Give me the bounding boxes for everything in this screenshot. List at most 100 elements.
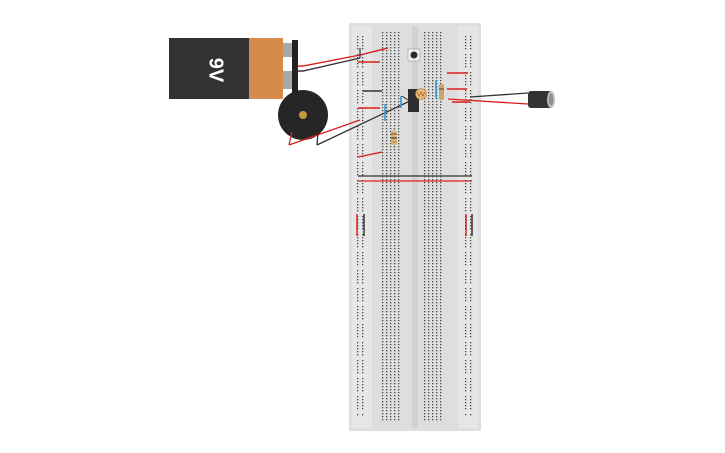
breadboard-hole: [394, 83, 396, 85]
breadboard-hole: [390, 383, 392, 385]
breadboard-hole: [432, 116, 434, 118]
breadboard-hole: [394, 269, 396, 271]
breadboard-hole: [465, 282, 467, 284]
breadboard-hole: [428, 380, 430, 382]
breadboard-hole: [465, 108, 467, 110]
breadboard-hole: [357, 405, 359, 407]
capacitor[interactable]: [439, 84, 444, 100]
wire-battery-negative[interactable]: [297, 57, 361, 72]
breadboard-hole: [436, 230, 438, 232]
breadboard-hole: [436, 125, 438, 127]
breadboard[interactable]: [349, 23, 481, 431]
breadboard-hole: [440, 404, 442, 406]
breadboard-hole: [432, 179, 434, 181]
breadboard-hole: [398, 245, 400, 247]
breadboard-hole: [390, 173, 392, 175]
breadboard-hole: [436, 242, 438, 244]
breadboard-hole: [386, 344, 388, 346]
breadboard-hole: [428, 161, 430, 163]
breadboard-hole: [465, 42, 467, 44]
breadboard-hole: [386, 407, 388, 409]
breadboard-hole: [394, 155, 396, 157]
breadboard-hole: [390, 263, 392, 265]
breadboard-hole: [432, 242, 434, 244]
breadboard-hole: [394, 149, 396, 151]
breadboard-hole: [440, 164, 442, 166]
breadboard-hole: [357, 84, 359, 86]
breadboard-hole: [382, 158, 384, 160]
breadboard-hole: [398, 95, 400, 97]
breadboard-hole: [390, 377, 392, 379]
breadboard-hole: [394, 65, 396, 67]
breadboard-hole: [357, 189, 359, 191]
breadboard-hole: [390, 413, 392, 415]
breadboard-hole: [398, 365, 400, 367]
breadboard-hole: [432, 185, 434, 187]
breadboard-hole: [436, 98, 438, 100]
breadboard-hole: [424, 152, 426, 154]
breadboard-hole: [398, 329, 400, 331]
breadboard-hole: [432, 62, 434, 64]
breadboard-hole: [362, 78, 364, 80]
breadboard-hole: [394, 350, 396, 352]
breadboard-hole: [386, 176, 388, 178]
breadboard-hole: [436, 407, 438, 409]
breadboard-hole: [382, 269, 384, 271]
breadboard-hole: [398, 116, 400, 118]
breadboard-hole: [386, 290, 388, 292]
breadboard-hole: [398, 197, 400, 199]
wire-battery-positive[interactable]: [297, 47, 389, 67]
breadboard-hole: [432, 293, 434, 295]
breadboard-hole: [432, 113, 434, 115]
breadboard-hole: [357, 270, 359, 272]
wire-buzzer-positive[interactable]: [288, 119, 361, 146]
breadboard-hole: [432, 257, 434, 259]
breadboard-hole: [386, 362, 388, 364]
breadboard-hole: [357, 45, 359, 47]
breadboard-hole: [470, 372, 472, 374]
breadboard-hole: [432, 341, 434, 343]
wire-rail-jumper-4[interactable]: [357, 151, 383, 158]
breadboard-hole: [440, 140, 442, 142]
breadboard-hole: [440, 152, 442, 154]
electrolytic-capacitor[interactable]: [528, 91, 555, 108]
breadboard-hole: [436, 344, 438, 346]
breadboard-hole: [424, 158, 426, 160]
breadboard-hole: [362, 279, 364, 281]
breadboard-hole: [398, 296, 400, 298]
breadboard-hole: [386, 404, 388, 406]
piezo-buzzer[interactable]: [278, 90, 328, 140]
breadboard-hole: [436, 365, 438, 367]
breadboard-hole: [465, 45, 467, 47]
breadboard-hole: [424, 290, 426, 292]
breadboard-hole: [357, 297, 359, 299]
breadboard-hole: [424, 296, 426, 298]
wire-buzzer-negative[interactable]: [316, 99, 413, 146]
wire-capacitor-negative[interactable]: [469, 92, 529, 98]
battery-9v[interactable]: 9V: [169, 38, 298, 99]
breadboard-hole: [390, 389, 392, 391]
resistor[interactable]: [391, 128, 397, 150]
pushbutton[interactable]: [407, 48, 421, 62]
breadboard-hole: [440, 56, 442, 58]
breadboard-hole: [432, 281, 434, 283]
breadboard-hole: [428, 32, 430, 34]
breadboard-hole: [386, 38, 388, 40]
breadboard-hole: [432, 56, 434, 58]
wire-capacitor-positive[interactable]: [447, 98, 529, 105]
breadboard-hole: [398, 59, 400, 61]
breadboard-hole: [432, 377, 434, 379]
wire-buzzer-positive-lead: [288, 131, 293, 146]
breadboard-hole: [465, 264, 467, 266]
breadboard-hole: [386, 293, 388, 295]
breadboard-hole: [357, 390, 359, 392]
breadboard-hole: [382, 59, 384, 61]
breadboard-hole: [436, 332, 438, 334]
photoresistor[interactable]: [415, 88, 427, 100]
breadboard-hole: [357, 243, 359, 245]
breadboard-hole: [470, 228, 472, 230]
breadboard-hole: [390, 209, 392, 211]
breadboard-hole: [440, 230, 442, 232]
transistor[interactable]: [401, 89, 419, 112]
breadboard-hole: [428, 68, 430, 70]
